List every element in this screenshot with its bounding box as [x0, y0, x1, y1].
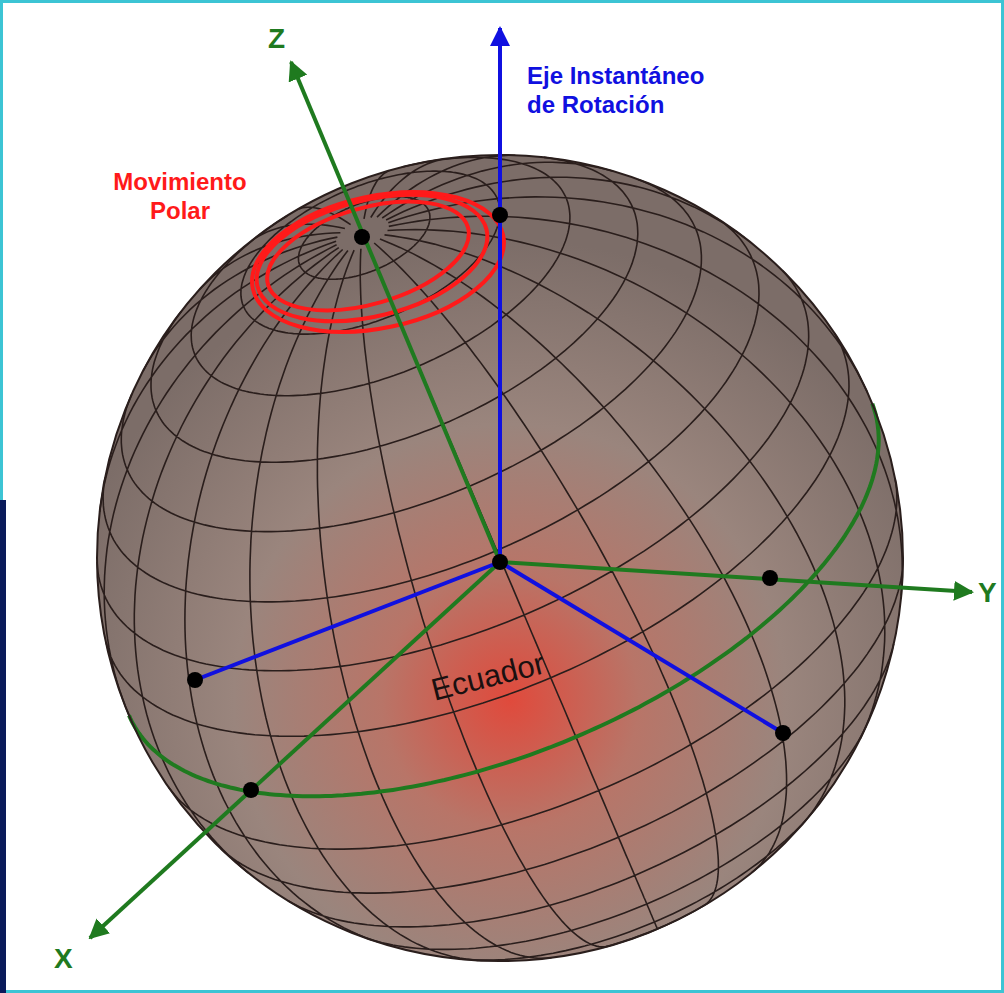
axis-label: Z [268, 22, 285, 56]
axes [90, 28, 972, 938]
motion-caption: Movimiento Polar [100, 168, 260, 226]
points [187, 207, 791, 798]
axis-caption: Eje Instantáneo de Rotación [527, 62, 732, 120]
equator-line [129, 404, 879, 797]
frame-edge [0, 500, 6, 993]
axis-label: Y [978, 576, 997, 610]
polar-motion [239, 171, 517, 353]
axis-label: X [54, 942, 73, 976]
